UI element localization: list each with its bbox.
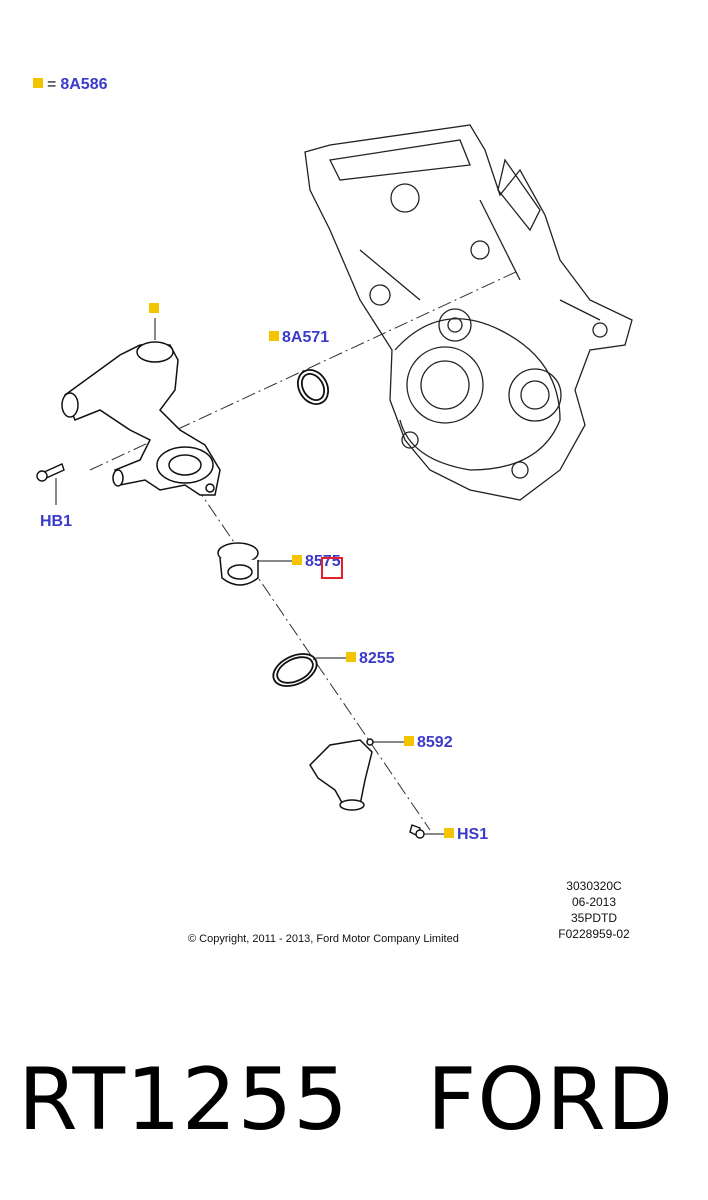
- copyright: © Copyright, 2011 - 2013, Ford Motor Com…: [188, 933, 459, 945]
- callout-seal: 8A571: [269, 329, 329, 347]
- callout-bolt-bottom: HS1: [444, 826, 488, 844]
- callout-bolt-left-label: HB1: [40, 513, 73, 530]
- exploded-parts-diagram: [36, 124, 633, 839]
- thermostat: [217, 542, 292, 586]
- engine-front-cover: [304, 124, 633, 501]
- selection-highlight[interactable]: [321, 557, 343, 579]
- drawing-metadata: 3030320C 06-2013 35PDTD F0228959-02: [548, 878, 640, 942]
- bolt-hb1: [36, 463, 65, 505]
- marker-square-icon: [292, 555, 302, 565]
- footer-title: RT1255 FORD: [18, 1050, 674, 1150]
- thermostat-housing: [61, 318, 221, 496]
- legend: =8A586: [33, 76, 108, 94]
- callout-gasket-label: 8255: [359, 650, 395, 667]
- part-number: RT1255: [18, 1050, 349, 1150]
- marker-square-icon: [404, 736, 414, 746]
- callout-gasket: 8255: [346, 650, 395, 668]
- callout-outlet: 8592: [404, 734, 453, 752]
- marker-square-icon: [149, 303, 159, 313]
- callout-bolt-left: HB1: [40, 513, 72, 531]
- legend-code: 8A586: [60, 76, 108, 93]
- callout-seal-label: 8A571: [282, 329, 330, 346]
- marker-square-icon: [444, 828, 454, 838]
- callout-outlet-label: 8592: [417, 734, 453, 751]
- meta-line-4: F0228959-02: [558, 927, 630, 941]
- marker-square-icon: [269, 331, 279, 341]
- meta-line-1: 3030320C: [566, 879, 622, 893]
- coolant-outlet: [309, 738, 404, 811]
- legend-equals: =: [47, 76, 57, 93]
- meta-line-3: 35PDTD: [570, 911, 617, 925]
- seal-ring: [297, 369, 329, 405]
- marker-square-icon: [346, 652, 356, 662]
- brand-name: FORD: [426, 1050, 675, 1150]
- gasket: [272, 653, 346, 687]
- callout-bolt-bottom-label: HS1: [457, 826, 489, 843]
- marker-square-icon: [33, 78, 43, 88]
- callout-housing-marker: [149, 301, 162, 319]
- meta-line-2: 06-2013: [571, 895, 617, 909]
- bolt-hs1: [409, 824, 444, 839]
